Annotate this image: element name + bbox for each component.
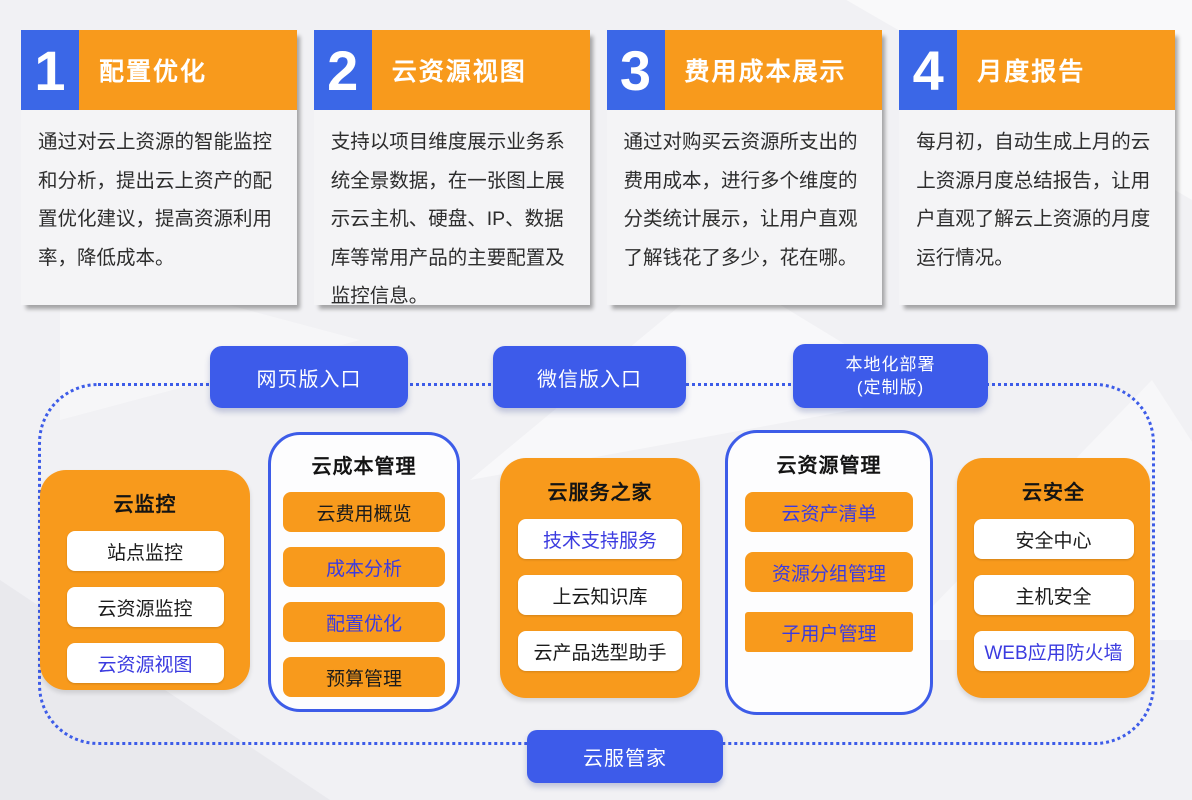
feature-card-header: 3 费用成本展示 <box>606 30 883 110</box>
feature-description: 通过对云上资源的智能监控和分析，提出云上资产的配置优化建议，提高资源利用率，降低… <box>21 110 297 305</box>
feature-card-header: 2 云资源视图 <box>313 30 590 110</box>
module-cloud-cost-management: 云成本管理 云费用概览 成本分析 配置优化 预算管理 <box>268 432 460 712</box>
entry-button-label: 网页版入口 <box>256 368 362 391</box>
module-item-security-center[interactable]: 安全中心 <box>973 519 1134 559</box>
feature-description: 支持以项目维度展示业务系统全景数据，在一张图上展示云主机、硬盘、IP、数据库等常… <box>313 110 590 307</box>
entry-button-label: 微信版入口 <box>537 368 642 391</box>
entry-button-web[interactable]: 网页版入口 <box>210 346 408 408</box>
entry-button-sublabel: (定制版) <box>856 378 925 397</box>
entry-button-label: 本地化部署 <box>845 355 936 374</box>
feature-title: 费用成本展示 <box>664 30 883 110</box>
module-item-label: 成本分析 <box>325 558 402 580</box>
feature-card-2: 2 云资源视图 支持以项目维度展示业务系统全景数据，在一张图上展示云主机、硬盘、… <box>313 30 590 307</box>
module-item-cloud-resource-view[interactable]: 云资源视图 <box>66 643 224 683</box>
module-title: 云资源管理 <box>776 455 882 477</box>
feature-card-4: 4 月度报告 每月初，自动生成上月的云上资源月度总结报告，让用户直观了解云上资源… <box>899 30 1175 305</box>
feature-title: 配置优化 <box>79 30 297 110</box>
feature-number: 3 <box>606 30 665 110</box>
module-item-cloud-resource-monitor[interactable]: 云资源监控 <box>66 587 224 627</box>
module-item-label: 主机安全 <box>1015 586 1092 608</box>
feature-title: 月度报告 <box>957 30 1175 110</box>
feature-number: 4 <box>899 30 958 110</box>
feature-number: 2 <box>313 30 372 110</box>
module-item-cost-analysis[interactable]: 成本分析 <box>283 547 445 587</box>
entry-button-local-deploy[interactable]: 本地化部署 (定制版) <box>793 344 988 408</box>
module-item-label: 云产品选型助手 <box>533 642 667 664</box>
module-item-label: 安全中心 <box>1015 530 1092 552</box>
module-item-label: 云资源监控 <box>97 598 193 620</box>
feature-description: 每月初，自动生成上月的云上资源月度总结报告，让用户直观了解云上资源的月度运行情况… <box>899 110 1175 305</box>
module-title: 云服务之家 <box>547 482 653 504</box>
module-item-label: 配置优化 <box>325 613 402 635</box>
module-item-label: 云资产清单 <box>781 503 877 525</box>
module-item-label: 子用户管理 <box>781 623 877 645</box>
module-item-label: 站点监控 <box>106 542 183 564</box>
module-item-site-monitor[interactable]: 站点监控 <box>66 531 224 571</box>
module-cloud-service-home: 云服务之家 技术支持服务 上云知识库 云产品选型助手 <box>500 458 700 698</box>
module-item-knowledge-base[interactable]: 上云知识库 <box>518 575 682 615</box>
feature-cards: 1 配置优化 通过对云上资源的智能监控和分析，提出云上资产的配置优化建议，提高资… <box>21 30 1175 307</box>
feature-number: 1 <box>21 30 79 110</box>
module-item-label: 云资源视图 <box>97 654 193 676</box>
module-item-subuser-management[interactable]: 子用户管理 <box>745 612 913 652</box>
module-item-label: 上云知识库 <box>552 586 648 608</box>
module-item-label: 资源分组管理 <box>771 563 886 585</box>
module-item-config-optimization[interactable]: 配置优化 <box>283 602 445 642</box>
module-item-label: WEB应用防火墙 <box>984 642 1123 664</box>
module-item-product-selection-assistant[interactable]: 云产品选型助手 <box>518 631 682 671</box>
module-cloud-resource-management: 云资源管理 云资产清单 资源分组管理 子用户管理 <box>725 430 933 715</box>
module-item-budget-management[interactable]: 预算管理 <box>283 657 445 697</box>
feature-description: 通过对购买云资源所支出的费用成本，进行多个维度的分类统计展示，让用户直观了解钱花… <box>606 110 883 305</box>
module-item-cost-overview[interactable]: 云费用概览 <box>283 492 445 532</box>
module-item-host-security[interactable]: 主机安全 <box>973 575 1134 615</box>
module-cloud-security: 云安全 安全中心 主机安全 WEB应用防火墙 <box>957 458 1150 698</box>
module-item-asset-inventory[interactable]: 云资产清单 <box>745 492 913 532</box>
module-title: 云安全 <box>1022 482 1085 504</box>
feature-card-header: 1 配置优化 <box>21 30 297 110</box>
module-title: 云成本管理 <box>311 456 417 478</box>
module-cloud-monitor: 云监控 站点监控 云资源监控 云资源视图 <box>40 470 250 690</box>
module-item-label: 云费用概览 <box>316 503 412 525</box>
module-item-resource-grouping[interactable]: 资源分组管理 <box>745 552 913 592</box>
feature-card-3: 3 费用成本展示 通过对购买云资源所支出的费用成本，进行多个维度的分类统计展示，… <box>606 30 883 305</box>
feature-card-1: 1 配置优化 通过对云上资源的智能监控和分析，提出云上资产的配置优化建议，提高资… <box>21 30 297 305</box>
entry-button-wechat[interactable]: 微信版入口 <box>493 346 686 408</box>
module-item-web-firewall[interactable]: WEB应用防火墙 <box>973 631 1134 671</box>
footer-button-label: 云服管家 <box>583 748 667 770</box>
feature-title: 云资源视图 <box>371 30 590 110</box>
module-item-label: 技术支持服务 <box>542 530 657 552</box>
feature-card-header: 4 月度报告 <box>899 30 1175 110</box>
module-title: 云监控 <box>113 494 177 516</box>
module-item-label: 预算管理 <box>325 668 402 690</box>
footer-button-cloud-butler[interactable]: 云服管家 <box>527 730 723 783</box>
module-item-tech-support[interactable]: 技术支持服务 <box>518 519 682 559</box>
